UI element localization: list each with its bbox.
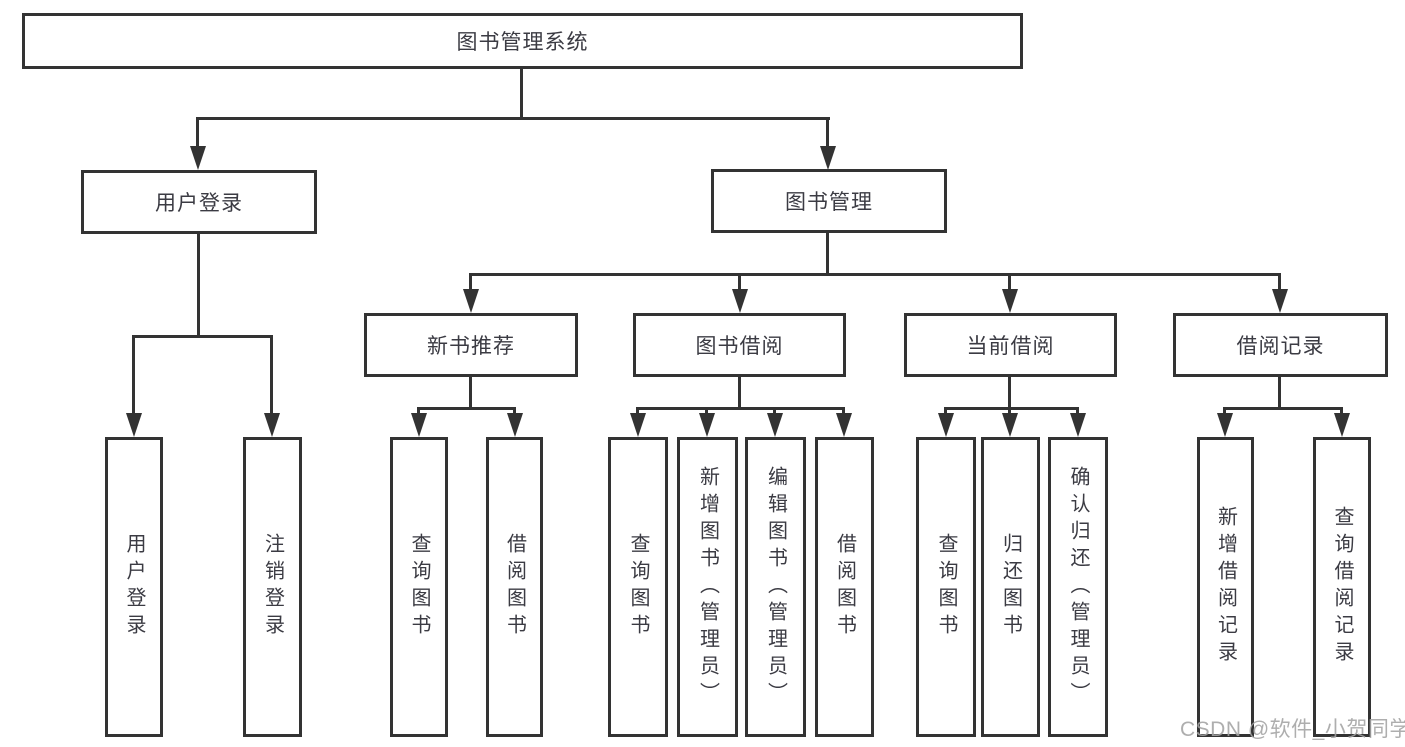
node-user-login: 用户登录 — [81, 170, 317, 234]
leaf-return-books: 归还图书 — [981, 437, 1040, 737]
leaf-borrow-books-recommend: 借阅图书 — [486, 437, 543, 737]
arrow-down-icon — [1002, 289, 1018, 313]
node-library-system: 图书管理系统 — [22, 13, 1023, 69]
node-book-borrow: 图书借阅 — [633, 313, 846, 377]
node-label: 图书管理 — [785, 191, 873, 214]
connector-userlogin-stem — [197, 233, 200, 337]
leaf-label: 查询图书 — [408, 533, 430, 641]
leaf-label: 新增借阅记录 — [1214, 506, 1237, 668]
arrow-down-icon — [411, 413, 427, 437]
arrow-shaft — [1278, 273, 1281, 293]
connector-userlogin-split — [132, 335, 273, 338]
arrow-shaft — [417, 407, 420, 417]
connector-bookmgmt-split — [469, 273, 1281, 276]
arrow-down-icon — [126, 413, 142, 437]
arrow-shaft — [513, 407, 516, 417]
node-label: 当前借阅 — [966, 335, 1055, 358]
leaf-query-books-recommend: 查询图书 — [390, 437, 448, 737]
arrow-shaft — [738, 273, 741, 293]
leaf-label: 确认归还（管理员） — [1067, 465, 1089, 709]
leaf-borrow-books: 借阅图书 — [815, 437, 874, 737]
node-label: 新书推荐 — [427, 335, 515, 358]
leaf-query-books-borrow: 查询图书 — [608, 437, 668, 737]
arrow-shaft — [1340, 407, 1343, 417]
arrow-down-icon — [507, 413, 523, 437]
arrow-down-icon — [1002, 413, 1018, 437]
arrow-down-icon — [264, 413, 280, 437]
connector-borrow-split — [636, 407, 845, 410]
arrow-shaft — [944, 407, 947, 417]
leaf-add-borrow-record: 新增借阅记录 — [1197, 437, 1254, 737]
node-label: 图书借阅 — [695, 335, 784, 358]
connector-records-split — [1223, 407, 1343, 410]
leaf-user-login: 用户登录 — [105, 437, 163, 737]
connector-borrow-stem — [738, 376, 741, 409]
arrow-down-icon — [820, 146, 836, 170]
node-label: 图书管理系统 — [456, 31, 589, 54]
connector-current-stem — [1008, 376, 1011, 409]
leaf-confirm-return-admin: 确认归还（管理员） — [1048, 437, 1108, 737]
leaf-label: 查询借阅记录 — [1331, 506, 1353, 668]
arrow-shaft — [132, 335, 135, 417]
arrow-shaft — [1076, 407, 1079, 417]
arrow-down-icon — [1070, 413, 1086, 437]
arrow-shaft — [705, 407, 708, 417]
leaf-label: 用户登录 — [123, 533, 145, 641]
arrow-shaft — [773, 407, 776, 417]
leaf-label: 注销登录 — [261, 533, 284, 641]
leaf-label: 查询图书 — [935, 533, 957, 641]
arrow-shaft — [469, 273, 472, 293]
arrow-down-icon — [190, 146, 206, 170]
node-label: 用户登录 — [155, 192, 243, 215]
arrow-shaft — [1223, 407, 1226, 417]
connector-newbook-stem — [469, 376, 472, 409]
leaf-edit-books-admin: 编辑图书（管理员） — [745, 437, 806, 737]
leaf-label: 编辑图书（管理员） — [764, 465, 787, 709]
leaf-query-books-current: 查询图书 — [916, 437, 976, 737]
node-label: 借阅记录 — [1236, 335, 1325, 358]
leaf-add-books-admin: 新增图书（管理员） — [677, 437, 738, 737]
leaf-query-borrow-record: 查询借阅记录 — [1313, 437, 1371, 737]
connector-newbook-split — [417, 407, 516, 410]
arrow-down-icon — [938, 413, 954, 437]
arrow-shaft — [1008, 407, 1011, 417]
arrow-shaft — [826, 117, 829, 149]
leaf-label: 借阅图书 — [503, 533, 526, 641]
arrow-down-icon — [1217, 413, 1233, 437]
arrow-shaft — [196, 117, 199, 149]
arrow-down-icon — [463, 289, 479, 313]
arrow-shaft — [636, 407, 639, 417]
leaf-label: 新增图书（管理员） — [696, 465, 719, 709]
connector-records-stem — [1278, 376, 1281, 409]
arrow-shaft — [270, 335, 273, 417]
arrow-down-icon — [630, 413, 646, 437]
connector-current-split — [944, 407, 1079, 410]
arrow-shaft — [842, 407, 845, 417]
connector-root-stem — [520, 69, 523, 119]
arrow-down-icon — [836, 413, 852, 437]
leaf-logout: 注销登录 — [243, 437, 302, 737]
node-new-book-recommend: 新书推荐 — [364, 313, 578, 377]
node-borrow-records: 借阅记录 — [1173, 313, 1388, 377]
connector-level1-split — [196, 117, 830, 120]
arrow-down-icon — [1334, 413, 1350, 437]
node-current-borrow: 当前借阅 — [904, 313, 1117, 377]
node-book-management: 图书管理 — [711, 169, 947, 233]
arrow-down-icon — [1272, 289, 1288, 313]
connector-bookmgmt-stem — [826, 233, 829, 275]
leaf-label: 借阅图书 — [833, 533, 856, 641]
csdn-watermark: CSDN @软件_小贺同学 — [1180, 718, 1405, 741]
arrow-down-icon — [732, 289, 748, 313]
arrow-down-icon — [767, 413, 783, 437]
leaf-label: 归还图书 — [999, 533, 1022, 641]
arrow-shaft — [1008, 273, 1011, 293]
leaf-label: 查询图书 — [627, 533, 649, 641]
arrow-down-icon — [699, 413, 715, 437]
